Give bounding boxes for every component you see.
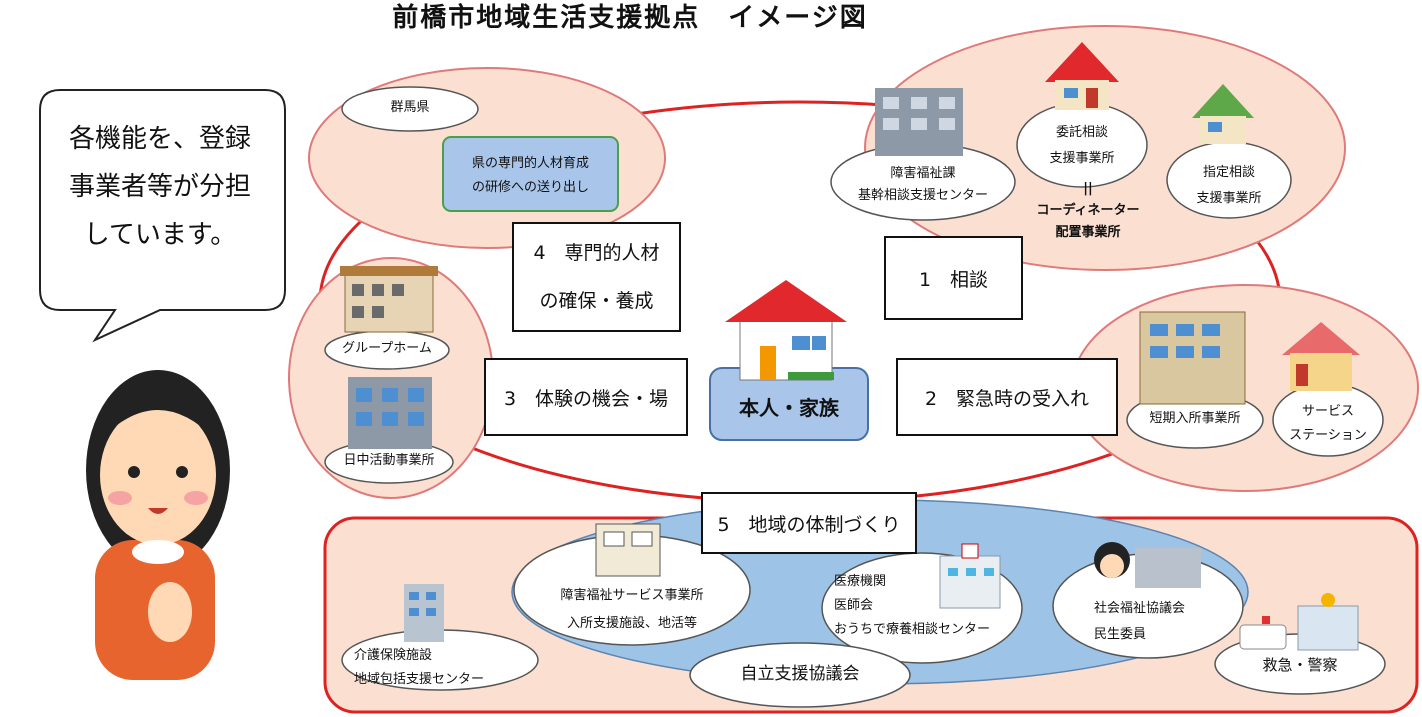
house-icon: [725, 280, 847, 381]
kaigo-label: 介護保険施設 地域包括支援センター: [354, 644, 526, 692]
iryo-label: 医療機関 医師会 おうちで療養相談センター: [832, 570, 1014, 642]
shogai-line2: 入所支援施設、地活等: [566, 616, 697, 631]
itaku-house-icon: [1045, 42, 1119, 110]
kaigo-line1: 介護保険施設: [354, 648, 433, 663]
shakai-line2: 民生委員: [1094, 627, 1147, 642]
function-taiken-box: 3 体験の機会・場: [484, 358, 688, 436]
kikan-label: 障害福祉課 基幹相談支援センター: [840, 163, 1006, 207]
iryo-line2: 医師会: [834, 598, 874, 613]
shitei-line1: 指定相談: [1202, 165, 1255, 180]
kikan-line2: 基幹相談支援センター: [857, 188, 988, 203]
speech-line-1: 各機能を、登録: [68, 124, 251, 154]
speech-line-3: しています。: [83, 220, 237, 250]
service-label: サービス ステーション: [1276, 400, 1380, 448]
shogai-label: 障害福祉サービス事業所 入所支援施設、地活等: [530, 582, 734, 638]
function-kinkyu-box: 2 緊急時の受入れ: [896, 358, 1118, 436]
function-jinzai-box: 4 専門的人材 の確保・養成: [512, 222, 681, 332]
shitei-house-icon: [1192, 84, 1254, 144]
kikan-line1: 障害福祉課: [890, 166, 956, 181]
function-taiken-label: 3 体験の機会・場: [503, 387, 669, 410]
shitei-label: 指定相談 支援事業所: [1174, 160, 1284, 212]
tanki-building-icon: [1139, 311, 1246, 405]
page-title: 前橋市地域生活支援拠点 イメージ図: [392, 3, 868, 33]
iryo-line1: 医療機関: [834, 574, 887, 589]
itaku-line2: 支援事業所: [1049, 151, 1115, 166]
speech-line-2: 事業者等が分担: [68, 172, 251, 202]
center-label: 本人・家族: [739, 396, 839, 420]
jiritsu-label: 自立支援協議会: [740, 664, 860, 684]
function-jinzai-line1: 4 専門的人材: [533, 242, 660, 264]
shogai-building-icon: [595, 523, 661, 577]
itaku-line1: 委託相談: [1055, 125, 1108, 140]
speech-bubble: [39, 89, 286, 343]
nicchu-building-icon: [348, 377, 432, 449]
kyukyu-label: 救急・警察: [1262, 656, 1338, 674]
training-line1: 県の専門的人材育成: [471, 156, 589, 171]
coordinator-label: || コーディネーター 配置事業所: [1020, 178, 1156, 244]
group-home-icon: [340, 266, 438, 333]
function-kinkyu-label: 2 緊急時の受入れ: [924, 387, 1090, 410]
training-line2: の研修への送り出し: [471, 180, 589, 195]
kaigo-line2: 地域包括支援センター: [354, 672, 485, 687]
speech-text: 各機能を、登録 事業者等が分担 しています。: [40, 115, 280, 259]
kikan-building-icon: [875, 88, 963, 156]
service-house-icon: [1282, 322, 1360, 391]
function-chiiki-box: 5 地域の体制づくり: [701, 492, 917, 554]
shakai-line1: 社会福祉協議会: [1094, 601, 1186, 616]
hospital-icon: [939, 543, 1001, 609]
coordinator-line2: 配置事業所: [1055, 225, 1121, 240]
social-welfare-icon: [1094, 542, 1201, 588]
shakai-label: 社会福祉協議会 民生委員: [1094, 596, 1214, 648]
iryo-line3: おうちで療養相談センター: [834, 622, 991, 637]
function-soudan-box: 1 相談: [884, 236, 1023, 320]
service-line2: ステーション: [1289, 428, 1367, 443]
itaku-label: 委託相談 支援事業所: [1026, 120, 1138, 172]
tanki-label: 短期入所事業所: [1149, 411, 1241, 426]
function-jinzai-line2: の確保・養成: [539, 290, 654, 312]
coordinator-equals: ||: [1083, 181, 1093, 196]
nicchu-label: 日中活動事業所: [343, 453, 435, 468]
oval-gunma: [341, 86, 479, 132]
function-chiiki-label: 5 地域の体制づくり: [717, 513, 901, 536]
woman-icon: [86, 370, 230, 680]
oval-jiritsu: [689, 642, 911, 708]
kaigo-building-icon: [404, 584, 444, 642]
coordinator-line1: コーディネーター: [1036, 203, 1140, 218]
shitei-line2: 支援事業所: [1196, 191, 1262, 206]
group-home-label: グループホーム: [342, 341, 432, 356]
training-box: [442, 136, 619, 212]
shogai-line1: 障害福祉サービス事業所: [560, 588, 704, 603]
ambulance-police-icon: [1239, 593, 1359, 651]
function-soudan-label: 1 相談: [918, 268, 989, 291]
gunma-label: 群馬県: [390, 100, 430, 115]
service-line1: サービス: [1301, 404, 1354, 419]
training-label: 県の専門的人材育成 の研修への送り出し: [443, 152, 618, 200]
